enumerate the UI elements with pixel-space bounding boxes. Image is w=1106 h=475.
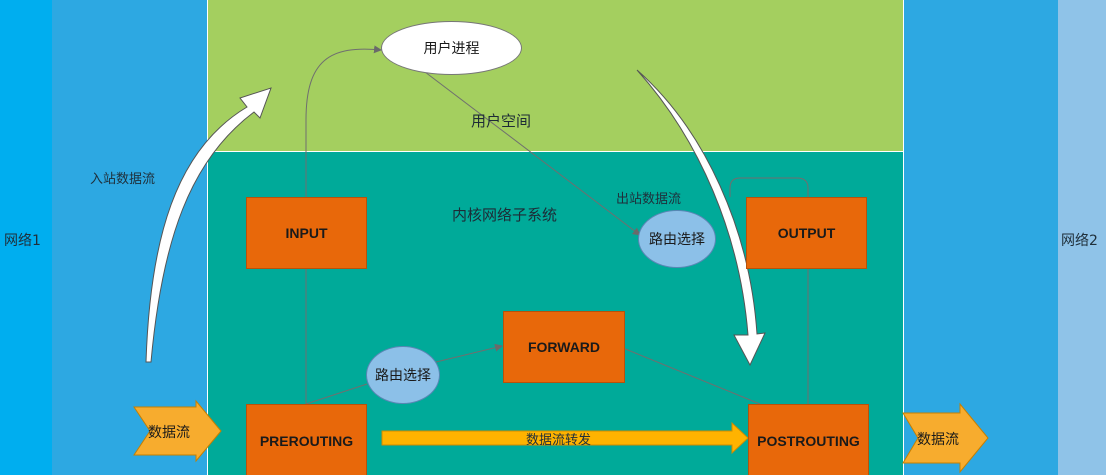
postrouting-chain: POSTROUTING <box>748 404 869 475</box>
output-chain: OUTPUT <box>746 197 867 269</box>
user-space-region <box>207 0 903 151</box>
route-select-top-node: 路由选择 <box>638 210 716 268</box>
outbound-flow-label: 出站数据流 <box>616 192 682 207</box>
user-kernel-divider <box>207 151 903 152</box>
route-select-bottom-node: 路由选择 <box>366 346 440 404</box>
inbound-flow-label: 入站数据流 <box>90 172 156 187</box>
input-chain: INPUT <box>246 197 367 269</box>
network2-label: 网络2 <box>1061 233 1098 249</box>
prerouting-chain-label: PREROUTING <box>259 432 354 449</box>
postrouting-chain-label: POSTROUTING <box>757 432 860 449</box>
route-to-forward-line <box>435 343 503 363</box>
data-out-label: 数据流 <box>917 432 959 448</box>
user-process-node: 用户进程 <box>381 21 522 75</box>
forward-chain-label: FORWARD <box>527 339 601 355</box>
inbound-curve-arrow <box>145 87 272 363</box>
network1-label: 网络1 <box>4 233 41 249</box>
user-space-label: 用户空间 <box>471 112 532 130</box>
outbound-curve-arrow <box>636 69 766 367</box>
left-boundary-line <box>207 0 208 475</box>
process-to-route-line <box>424 71 641 236</box>
input-chain-label: INPUT <box>285 225 328 241</box>
network1-region <box>0 0 52 475</box>
forward-chain: FORWARD <box>503 311 625 383</box>
output-loop-line <box>729 177 809 197</box>
route-select-bottom-label: 路由选择 <box>375 368 431 384</box>
left-transit-region <box>52 0 207 475</box>
network2-region <box>1058 0 1106 475</box>
forwarding-flow-label: 数据流转发 <box>526 433 592 448</box>
input-to-process-line <box>305 45 382 197</box>
data-out-arrow <box>902 402 989 474</box>
data-in-label: 数据流 <box>148 425 190 441</box>
forwarding-arrow <box>381 421 749 455</box>
route-select-top-label: 路由选择 <box>649 232 705 248</box>
prerouting-chain: PREROUTING <box>246 404 367 475</box>
forward-to-postrouting-line <box>622 347 761 405</box>
data-in-arrow <box>133 399 222 463</box>
right-boundary-line <box>903 0 904 475</box>
right-transit-region <box>903 0 1058 475</box>
kernel-subsystem-label: 内核网络子系统 <box>452 206 558 224</box>
output-chain-label: OUTPUT <box>777 225 836 241</box>
user-process-label: 用户进程 <box>423 41 480 57</box>
prerouting-to-route-line <box>305 383 368 405</box>
